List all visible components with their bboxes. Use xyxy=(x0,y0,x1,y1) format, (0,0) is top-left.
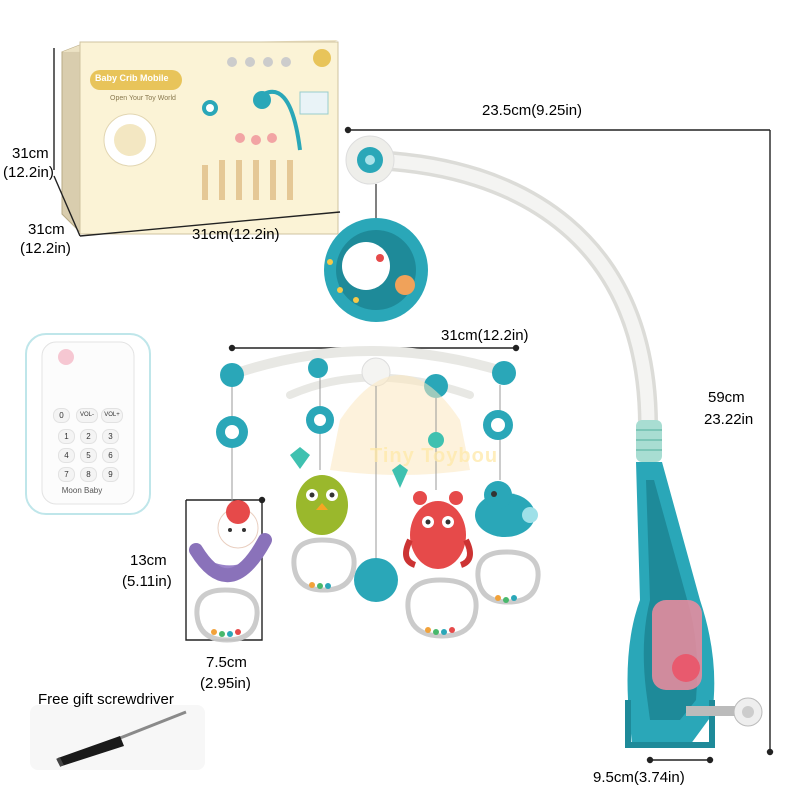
hanger-bar xyxy=(220,346,516,399)
box-depth-in: (12.2in) xyxy=(20,240,71,257)
box-depth-cm: 31cm xyxy=(28,221,65,238)
remote-key-6: 6 xyxy=(102,448,119,463)
remote-control xyxy=(25,333,151,515)
remote-key-4: 4 xyxy=(58,448,75,463)
total-height-in: 23.22in xyxy=(704,411,754,428)
toy-horse xyxy=(475,481,538,537)
toy-width-cm: 7.5cm xyxy=(206,654,247,671)
rattle-beads xyxy=(211,582,517,637)
toy-bird xyxy=(296,475,348,535)
rattles xyxy=(194,537,541,643)
box-width-label: 31cm(12.2in) xyxy=(192,226,280,243)
box-title: Baby Crib Mobile xyxy=(95,73,169,83)
box-subtitle: Open Your Toy World xyxy=(110,95,176,102)
gift-box xyxy=(61,40,339,235)
remote-key-2: 2 xyxy=(80,429,97,444)
remote-key-vol-down: VOL- xyxy=(76,408,98,423)
remote-key-1: 1 xyxy=(58,429,75,444)
remote-brand: Moon Baby xyxy=(61,486,103,495)
box-height-cm: 31cm xyxy=(12,145,49,162)
total-height-cm: 59cm xyxy=(708,389,745,406)
remote-key-9: 9 xyxy=(102,467,119,482)
flower-beads xyxy=(216,406,513,488)
toy-height-in: (5.11in) xyxy=(122,573,172,590)
watermark: Tiny Toybou xyxy=(370,445,499,467)
music-box xyxy=(324,135,428,322)
remote-key-3: 3 xyxy=(102,429,119,444)
arm-width-label: 23.5cm(9.25in) xyxy=(482,102,583,119)
mobile-arm xyxy=(360,150,763,748)
remote-key-vol-up: VOL+ xyxy=(101,408,123,423)
toy-height-cm: 13cm xyxy=(130,552,167,569)
remote-key-8: 8 xyxy=(80,467,97,482)
remote-key-0: 0 xyxy=(53,408,70,423)
hanger-width-label: 31cm(12.2in) xyxy=(441,327,529,344)
toy-bee xyxy=(403,491,473,569)
clamp-width-label: 9.5cm(3.74in) xyxy=(593,769,685,786)
screwdriver xyxy=(30,705,205,770)
remote-key-7: 7 xyxy=(58,467,75,482)
box-height-in: (12.2in) xyxy=(3,164,54,181)
toy-monkey-moon xyxy=(189,500,272,583)
teal-ball xyxy=(354,558,398,602)
remote-key-5: 5 xyxy=(80,448,97,463)
gift-label: Free gift screwdriver xyxy=(38,691,174,708)
toy-width-in: (2.95in) xyxy=(200,675,251,692)
